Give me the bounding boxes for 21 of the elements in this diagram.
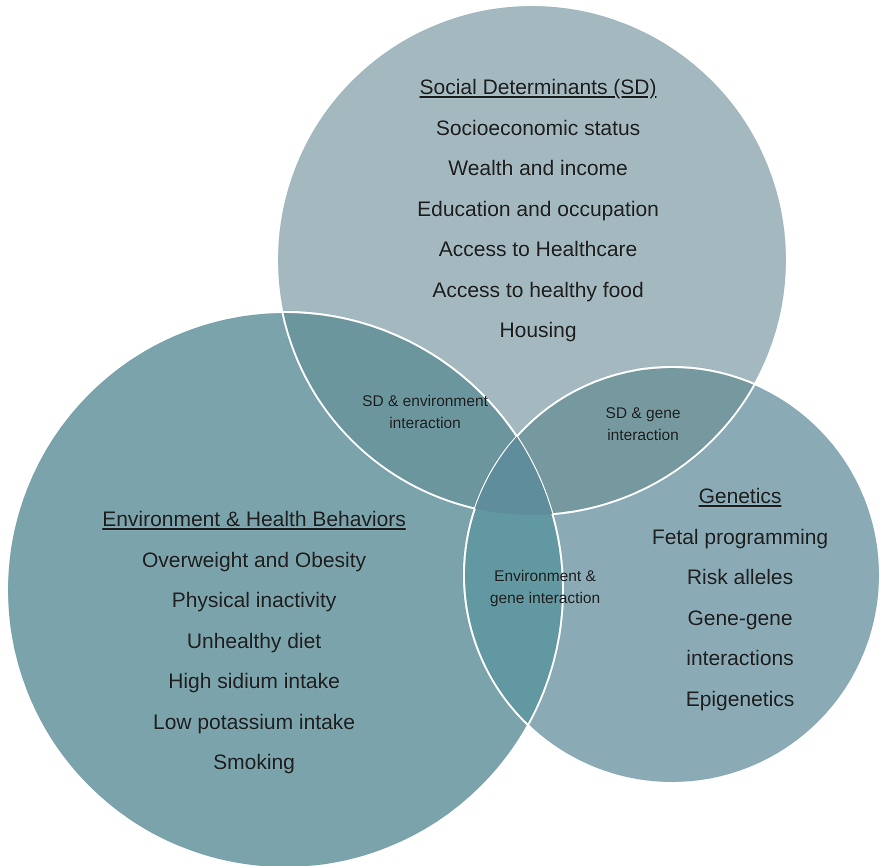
factor-text: Gene-gene interactions xyxy=(685,606,795,672)
factor-text: Access to Healthcare xyxy=(438,237,638,263)
circle-heading: Genetics xyxy=(698,484,782,510)
factor-text: Smoking xyxy=(213,750,295,776)
overlap-label: SD & gene interaction xyxy=(604,404,682,446)
factor-text: Wealth and income xyxy=(448,156,628,182)
factor-text: Low potassium intake xyxy=(153,710,355,736)
factor-text: Unhealthy diet xyxy=(186,628,322,654)
factor-text: High sidium intake xyxy=(168,669,340,695)
factor-text: Socioeconomic status xyxy=(436,116,640,142)
factor-text: Housing xyxy=(499,318,577,344)
circle-heading: Social Determinants (SD) xyxy=(420,75,656,101)
factor-text: Overweight and Obesity xyxy=(142,548,366,574)
factor-text: Risk alleles xyxy=(686,565,794,591)
factor-text: Physical inactivity xyxy=(172,588,336,614)
factor-text: Education and occupation xyxy=(417,196,659,222)
factor-text: Epigenetics xyxy=(686,686,794,712)
overlap-label: SD & environment interaction xyxy=(361,392,489,434)
circle-heading: Environment & Health Behaviors xyxy=(102,507,406,533)
factor-text: Fetal programming xyxy=(652,524,828,550)
factor-text: Access to healthy food xyxy=(432,278,644,304)
